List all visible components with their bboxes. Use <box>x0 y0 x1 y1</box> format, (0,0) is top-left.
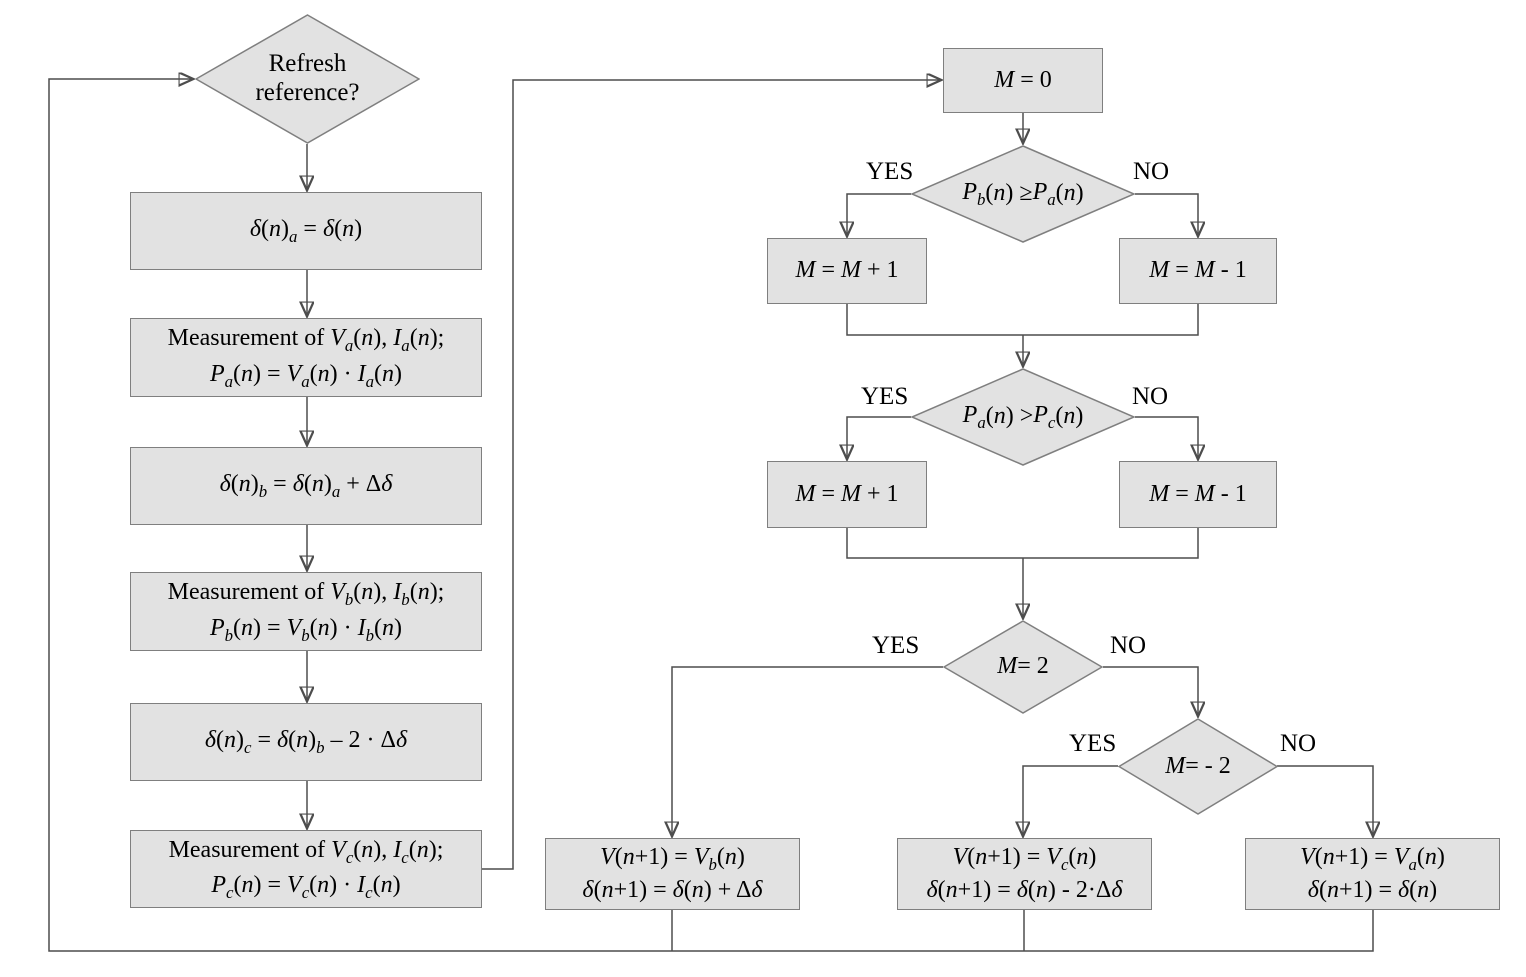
decision-pa-gt-pc: Pa(n) > Pc(n) <box>911 368 1135 466</box>
process-output-vb: V(n+1) = Vb(n)δ(n+1) = δ(n) + Δδ <box>545 838 800 910</box>
process-delta-c-text: δ(n)c = δ(n)b – 2 · Δδ <box>204 727 408 758</box>
process-delta-a-text: δ(n)a = δ(n) <box>249 216 363 247</box>
no-label-cmp-pb-pa: NO <box>1133 158 1170 185</box>
no-label-m-eq-minus-2: NO <box>1280 730 1317 757</box>
process-m-increment-2-text: M = M + 1 <box>795 480 899 507</box>
process-output-va: V(n+1) = Va(n)δ(n+1) = δ(n) <box>1245 838 1500 910</box>
process-delta-a: δ(n)a = δ(n) <box>130 192 482 270</box>
process-m-zero: M = 0 <box>943 48 1103 113</box>
process-output-vb-text: V(n+1) = Vb(n)δ(n+1) = δ(n) + Δδ <box>582 843 763 904</box>
process-m-zero-text: M = 0 <box>994 66 1052 93</box>
process-m-decrement-2: M = M - 1 <box>1119 461 1277 528</box>
no-label-cmp-pa-pc: NO <box>1132 383 1169 410</box>
process-m-increment-1-text: M = M + 1 <box>795 257 899 284</box>
process-m-increment-2: M = M + 1 <box>767 461 927 528</box>
edge-merge-2 <box>846 528 1199 559</box>
edge-measure-c-to-m-zero <box>482 80 940 870</box>
edge-m-eq-2-yes <box>672 666 943 835</box>
decision-pb-ge-pa: Pb(n) ≥ Pa(n) <box>911 145 1135 243</box>
process-measure-a-text: Measurement of Va(n), Ia(n);Pa(n) = Va(n… <box>167 325 445 391</box>
decision-m-eq-minus-2-text: M = - 2 <box>1165 752 1231 779</box>
yes-label-m-eq-2: YES <box>872 632 920 659</box>
decision-m-eq-2-text: M = 2 <box>997 653 1049 680</box>
decision-m-eq-2: M = 2 <box>943 620 1103 714</box>
no-label-m-eq-2: NO <box>1110 632 1147 659</box>
yes-label-cmp-pb-pa: YES <box>866 158 914 185</box>
process-m-increment-1: M = M + 1 <box>767 238 927 304</box>
process-m-decrement-1-text: M = M - 1 <box>1149 257 1247 284</box>
diamond-shape <box>943 620 1103 714</box>
edge-m-eq-minus-2-yes <box>1023 765 1118 835</box>
decision-pa-gt-pc-text: Pa(n) > Pc(n) <box>962 401 1084 432</box>
process-m-decrement-1: M = M - 1 <box>1119 238 1277 304</box>
process-output-va-text: V(n+1) = Va(n)δ(n+1) = δ(n) <box>1300 843 1445 904</box>
process-delta-b: δ(n)b = δ(n)a + Δδ <box>130 447 482 525</box>
process-measure-a: Measurement of Va(n), Ia(n);Pa(n) = Va(n… <box>130 318 482 397</box>
decision-m-eq-minus-2: M = - 2 <box>1118 718 1278 815</box>
process-measure-c-text: Measurement of Vc(n), Ic(n);Pc(n) = Vc(n… <box>168 836 444 902</box>
decision-pb-ge-pa-text: Pb(n) ≥ Pa(n) <box>962 178 1084 209</box>
process-delta-b-text: δ(n)b = δ(n)a + Δδ <box>219 471 393 502</box>
yes-label-cmp-pa-pc: YES <box>861 383 909 410</box>
edge-cmp-pb-pa-no <box>1135 193 1198 235</box>
edge-cmp-pa-pc-yes <box>847 416 911 458</box>
diamond-shape <box>911 368 1135 466</box>
yes-label-m-eq-minus-2: YES <box>1069 730 1117 757</box>
process-measure-b: Measurement of Vb(n), Ib(n);Pb(n) = Vb(n… <box>130 572 482 651</box>
edge-return-loop <box>48 79 1374 952</box>
diamond-shape <box>1118 718 1278 815</box>
process-m-decrement-2-text: M = M - 1 <box>1149 480 1247 507</box>
process-measure-c: Measurement of Vc(n), Ic(n);Pc(n) = Vc(n… <box>130 830 482 908</box>
edge-m-eq-2-no <box>1103 666 1198 715</box>
process-measure-b-text: Measurement of Vb(n), Ib(n);Pb(n) = Vb(n… <box>167 579 445 645</box>
edge-cmp-pb-pa-yes <box>847 193 911 235</box>
process-output-vc-text: V(n+1) = Vc(n)δ(n+1) = δ(n) - 2·Δδ <box>926 843 1123 904</box>
edge-m-eq-minus-2-no <box>1277 765 1373 835</box>
edge-cmp-pa-pc-no <box>1135 416 1198 458</box>
edge-merge-1 <box>846 304 1199 336</box>
process-output-vc: V(n+1) = Vc(n)δ(n+1) = δ(n) - 2·Δδ <box>897 838 1152 910</box>
diamond-shape <box>911 145 1135 243</box>
process-delta-c: δ(n)c = δ(n)b – 2 · Δδ <box>130 703 482 781</box>
diamond-shape <box>195 14 420 144</box>
